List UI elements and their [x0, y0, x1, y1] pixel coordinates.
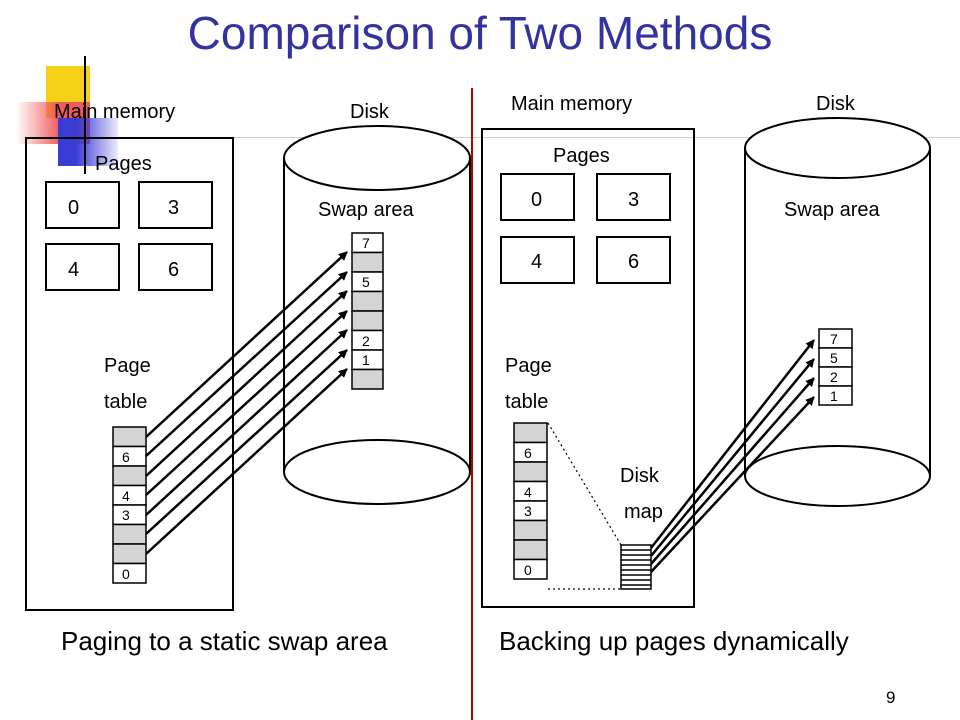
disk-map-label: Disk	[620, 465, 660, 487]
arrow	[650, 339, 815, 549]
right-arrows	[650, 339, 815, 573]
table-entry-label: 0	[122, 566, 130, 582]
left-pages-label: Pages	[95, 153, 152, 175]
dotted-connector	[547, 422, 622, 546]
right-page-frame	[500, 236, 575, 284]
swap-slot-label: 1	[830, 388, 838, 404]
left-main-memory-box	[25, 137, 234, 611]
table-entry-label: 0	[524, 562, 532, 578]
decorative-vertical-line	[84, 56, 86, 174]
table-entry	[513, 422, 548, 444]
left-page-frame	[45, 243, 120, 291]
swap-slot-label: 2	[830, 369, 838, 385]
decorative-blue-square	[58, 118, 118, 166]
table-entry-label: 3	[122, 507, 130, 523]
slide-number: 9	[886, 688, 896, 707]
right-swap-area: 7 5 2 1	[818, 328, 853, 406]
right-main-memory-label: Main memory	[511, 93, 632, 115]
left-page-frame	[45, 181, 120, 229]
right-page-table-label: table	[505, 391, 548, 413]
left-disk-cylinder	[283, 125, 471, 505]
table-entry	[112, 465, 147, 487]
table-entry-label: 4	[524, 484, 532, 500]
arrow	[650, 358, 815, 557]
left-page-number: 0	[68, 197, 79, 219]
left-page-number: 6	[168, 259, 179, 281]
table-entry-label: 6	[122, 449, 130, 465]
decorative-horizontal-line	[40, 137, 960, 138]
right-swap-area-label: Swap area	[784, 199, 880, 221]
left-disk-label: Disk	[350, 101, 390, 123]
right-page-number: 6	[628, 251, 639, 273]
table-entry-label: 4	[122, 488, 130, 504]
left-swap-area-label: Swap area	[318, 199, 414, 221]
left-page-table-label: table	[104, 391, 147, 413]
left-page-table: 6 4 3 0	[112, 426, 147, 584]
table-entry	[112, 523, 147, 545]
right-page-table-label: Page	[505, 355, 552, 377]
right-disk-cylinder	[744, 117, 931, 507]
right-page-frame	[500, 173, 575, 221]
left-diagram: Main memory Disk Pages 0 3 4 6 Page tabl…	[25, 101, 471, 611]
slide-title: Comparison of Two Methods	[187, 7, 773, 59]
right-page-number: 0	[531, 189, 542, 211]
arrow	[145, 329, 348, 516]
swap-slot	[351, 310, 384, 332]
right-pages-label: Pages	[553, 145, 610, 167]
right-caption: Backing up pages dynamically	[499, 626, 849, 656]
table-entry-label: 3	[524, 503, 532, 519]
table-entry	[513, 558, 548, 580]
right-page-number: 4	[531, 251, 542, 273]
right-page-table: 6 4 3 0	[513, 422, 548, 580]
left-page-number: 4	[68, 259, 79, 281]
table-entry	[112, 562, 147, 584]
right-main-memory-box	[481, 128, 695, 608]
table-entry	[513, 519, 548, 541]
arrow	[650, 377, 815, 565]
disk-map-label: map	[624, 501, 663, 523]
left-page-number: 3	[168, 197, 179, 219]
table-entry	[112, 426, 147, 448]
swap-slot	[818, 385, 853, 406]
disk-map	[620, 544, 652, 590]
table-entry	[513, 461, 548, 483]
swap-slot	[351, 290, 384, 312]
table-entry-label: 6	[524, 445, 532, 461]
swap-slot-label: 5	[830, 350, 838, 366]
swap-slot-label: 1	[362, 352, 370, 368]
swap-slot-label: 7	[362, 235, 370, 251]
swap-slot-label: 7	[830, 331, 838, 347]
swap-slot	[351, 368, 384, 390]
arrow	[650, 396, 815, 573]
right-page-number: 3	[628, 189, 639, 211]
left-page-frame	[138, 243, 213, 291]
table-entry	[112, 543, 147, 565]
left-arrows	[145, 251, 348, 555]
arrow	[145, 349, 348, 535]
arrow	[145, 271, 348, 457]
arrow	[145, 290, 348, 477]
swap-slot-label: 2	[362, 333, 370, 349]
table-entry	[513, 539, 548, 561]
left-caption: Paging to a static swap area	[61, 626, 388, 656]
swap-slot-label: 5	[362, 274, 370, 290]
arrow	[145, 368, 348, 555]
right-page-frame	[596, 236, 671, 284]
right-page-frame	[596, 173, 671, 221]
right-disk-label: Disk	[816, 93, 856, 115]
left-page-table-label: Page	[104, 355, 151, 377]
left-page-frame	[138, 181, 213, 229]
right-diagram: Main memory Disk Pages 0 3 4 6 Page tabl…	[481, 93, 931, 608]
swap-slot	[351, 251, 384, 273]
left-swap-area: 7 5 2 1	[351, 232, 384, 390]
left-main-memory-label: Main memory	[54, 101, 175, 123]
arrow	[145, 251, 348, 438]
arrow	[145, 310, 348, 496]
